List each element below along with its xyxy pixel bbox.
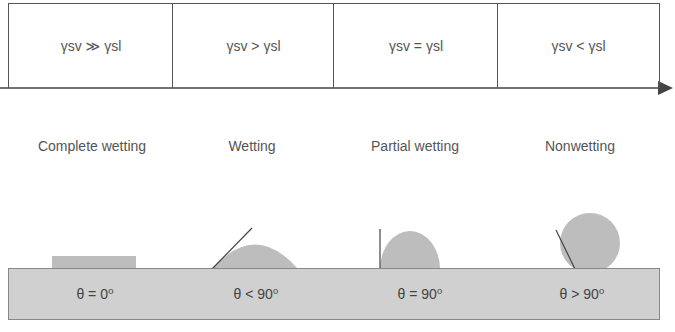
regime-name: Nonwetting	[545, 138, 615, 155]
regime-box: γsv = γsl	[333, 3, 498, 88]
contact-angle: θ > 90⁰	[560, 286, 605, 303]
regime-box: γsv < γsl	[497, 3, 660, 88]
tension-relation: γsv < γsl	[551, 38, 605, 55]
tangent-line	[379, 229, 380, 269]
tension-relation: γsv ≫ γsl	[61, 38, 122, 55]
regime-name: Wetting	[228, 138, 275, 155]
tension-relation: γsv > γsl	[226, 38, 280, 55]
liquid-drop	[380, 231, 440, 269]
substrate-band: θ = 0⁰ θ < 90⁰ θ = 90⁰ θ > 90⁰	[8, 268, 660, 320]
tangent-line	[212, 228, 252, 269]
contact-angle: θ < 90⁰	[234, 286, 279, 303]
regime-name: Partial wetting	[371, 138, 459, 155]
liquid-drop	[560, 213, 620, 273]
regime-box: γsv > γsl	[172, 3, 334, 88]
contact-angle: θ = 90⁰	[398, 286, 443, 303]
scale-axis	[0, 87, 660, 89]
liquid-drop	[212, 245, 298, 270]
contact-angle: θ = 0⁰	[76, 286, 113, 303]
tension-relation: γsv = γsl	[389, 38, 443, 55]
axis-arrowhead	[658, 81, 673, 95]
tangent-line	[556, 230, 575, 269]
regime-box: γsv ≫ γsl	[8, 3, 173, 88]
regime-name: Complete wetting	[38, 138, 146, 155]
